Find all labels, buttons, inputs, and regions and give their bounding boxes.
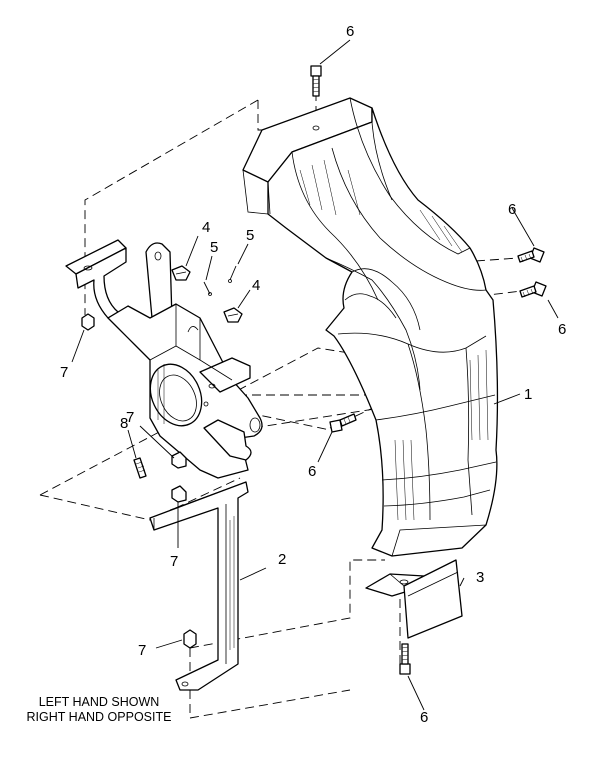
callout-8: 8 — [120, 415, 128, 432]
nut-7-left — [81, 313, 95, 331]
nut-7-bottom — [183, 629, 197, 649]
callout-6-top: 6 — [346, 23, 354, 40]
callout-6-mid: 6 — [308, 463, 316, 480]
clip-4-lower — [223, 307, 243, 323]
callout-6-bottom: 6 — [420, 709, 428, 726]
callout-3: 3 — [476, 569, 484, 586]
orientation-note-line2: RIGHT HAND OPPOSITE — [26, 710, 172, 724]
nut-7-mid — [171, 451, 187, 469]
callout-2: 2 — [278, 551, 286, 568]
bolt-6-right-upper — [517, 247, 545, 263]
nut-7-lower — [171, 485, 187, 503]
callout-4-upper: 4 — [202, 219, 210, 236]
callout-7-left: 7 — [60, 364, 68, 381]
orientation-note: LEFT HAND SHOWN RIGHT HAND OPPOSITE — [4, 695, 194, 725]
bolt-6-top — [310, 65, 322, 97]
callout-7-bottom: 7 — [138, 642, 146, 659]
callout-7-mid: 7 — [126, 409, 134, 426]
callout-6-right-upper: 6 — [508, 201, 516, 218]
callout-6-right-lower: 6 — [558, 321, 566, 338]
leader-lines — [71, 39, 559, 711]
screw-8 — [133, 457, 147, 479]
bolt-6-bottom — [399, 643, 411, 675]
bottom-bracket-part-3 — [365, 559, 463, 639]
callout-5-right: 5 — [246, 227, 254, 244]
callout-7-lower: 7 — [170, 553, 178, 570]
pin-5-right — [228, 265, 237, 283]
pin-5-left — [203, 281, 212, 296]
bolt-6-right-lower — [519, 281, 547, 298]
callout-1: 1 — [524, 386, 532, 403]
clip-4-upper — [171, 265, 191, 281]
shroud-duct-part-1 — [242, 97, 499, 557]
bolt-6-mid — [329, 413, 357, 433]
callout-labels: 6 6 6 1 2 3 4 4 5 5 7 7 7 7 8 6 6 — [60, 23, 566, 726]
callout-4-lower: 4 — [252, 277, 260, 294]
orientation-note-line1: LEFT HAND SHOWN — [38, 695, 160, 709]
mounting-bracket-part-2 — [65, 239, 263, 691]
callout-5-left: 5 — [210, 239, 218, 256]
